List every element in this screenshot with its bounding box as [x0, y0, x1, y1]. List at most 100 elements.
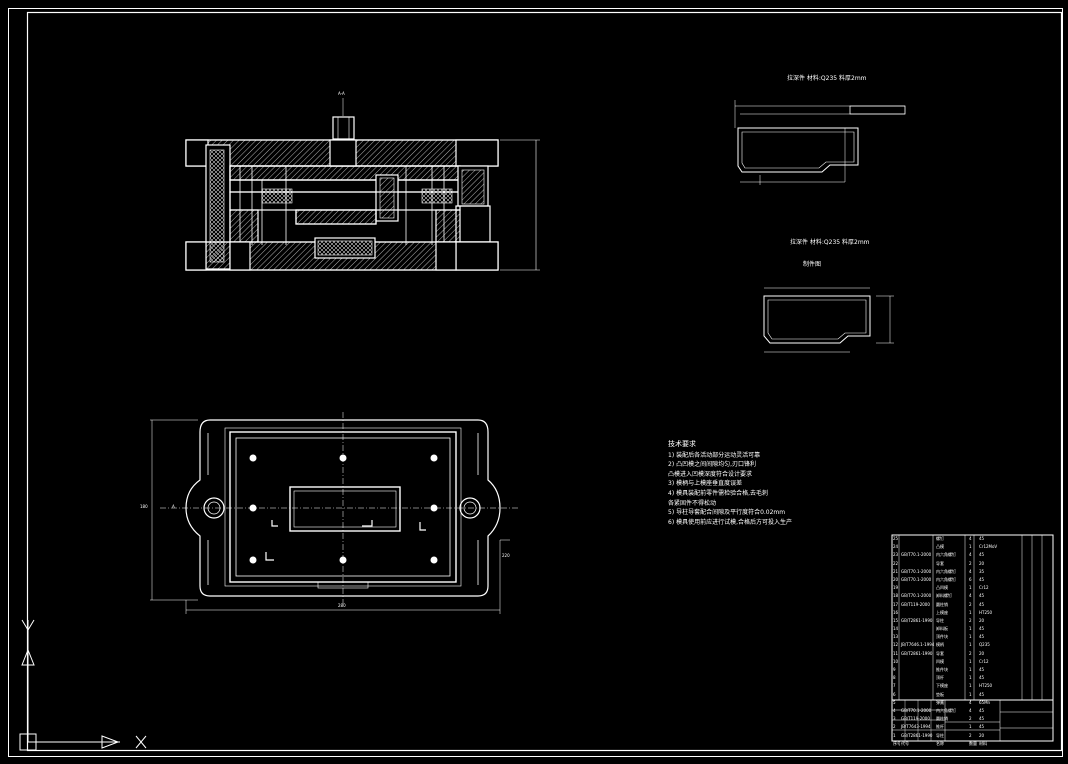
bom-cell: 20 [893, 576, 899, 582]
plan-section-mark: A [172, 504, 175, 509]
bom-cell: 推件块 [936, 667, 948, 672]
bom-cell: 推杆 [936, 724, 944, 730]
bom-cell: 45 [979, 601, 985, 607]
bom-cell: 18 [893, 593, 899, 599]
bom-cell: 8 [893, 675, 896, 681]
bom-cell: 22 [893, 560, 899, 566]
bom-cell: 25 [893, 536, 899, 541]
bom-cell: JB/T7643-1994 [901, 724, 931, 730]
bom-cell: Q235 [979, 642, 990, 648]
bom-cell: 20 [979, 617, 985, 623]
bom-cell: 5 [893, 699, 896, 705]
bom-cell: 45 [979, 691, 985, 697]
bom-cell: 13 [893, 634, 899, 640]
bom-cell: 6 [969, 576, 972, 582]
bom-cell: 1 [969, 691, 972, 697]
bom-cell: 圆柱销 [936, 601, 948, 607]
bom-cell: 4 [969, 568, 972, 574]
bom-cell: 20 [979, 560, 985, 566]
plan-height-dimension: 180 [140, 504, 148, 509]
bom-cell: 内六角螺钉 [936, 568, 956, 574]
bom-cell: 1 [893, 732, 896, 738]
bom-cell: 导柱 [936, 617, 944, 623]
technical-requirement-line: 凸模进入凹模深度符合设计要求 [668, 470, 753, 478]
bom-cell: 上模座 [936, 609, 948, 615]
outer-frame [8, 8, 1063, 757]
technical-requirement-line: 各紧固件不得松动 [668, 499, 717, 507]
bom-cell: GB/T2861-1990 [901, 732, 933, 738]
bom-cell [900, 625, 935, 633]
bom-cell: GB/T2861-1990 [901, 617, 933, 623]
bom-cell: 20 [979, 650, 985, 656]
bom-cell [900, 560, 935, 568]
bom-cell: 20 [979, 732, 985, 738]
bom-cell: 45 [979, 716, 985, 722]
bom-cell: 4 [969, 552, 972, 558]
bom-cell: 7 [893, 683, 896, 689]
bom-cell [900, 682, 935, 690]
bom-cell: 24 [893, 544, 899, 550]
bom-cell: 顶杆 [936, 675, 944, 681]
bom-cell: 45 [979, 707, 985, 713]
bom-cell [900, 666, 935, 674]
technical-requirement-line: 5) 导柱导套配合间隙及平行度符合0.02mm [668, 509, 786, 517]
bom-cell: HT250 [979, 683, 993, 689]
title-block [891, 534, 1054, 742]
bom-cell: 2 [969, 716, 972, 722]
bom-cell [900, 543, 935, 551]
bom-cell: GB/T70.1-2000 [901, 593, 932, 599]
technical-requirement-line: 3) 模柄与上模座垂直度误差 [668, 480, 743, 488]
bom-cell: 圆柱销 [936, 716, 948, 722]
bom-cell: GB/T2861-1990 [901, 650, 933, 656]
bom-cell: 螺钉 [936, 536, 944, 541]
bom-cell: 6 [893, 691, 896, 697]
bom-cell: 导柱 [936, 732, 944, 738]
bom-cell: 45 [979, 626, 985, 632]
bom-cell: 16 [893, 609, 899, 615]
bom-cell [900, 674, 935, 682]
bom-cell: 凸凹模 [936, 585, 948, 591]
bom-cell: 1 [969, 683, 972, 689]
technical-requirement-line: 1) 装配后各活动部分运动灵活可靠 [668, 451, 761, 459]
bom-cell: 卸料螺钉 [936, 593, 952, 599]
bom-cell: 45 [979, 552, 985, 558]
bom-cell: 45 [979, 576, 985, 582]
bom-cell: GB/T119-2000 [901, 601, 930, 607]
ucs-axis-icon[interactable] [19, 619, 147, 751]
bom-cell: 45 [979, 634, 985, 640]
bom-cell: 19 [893, 585, 899, 591]
bom-cell: 1 [969, 724, 972, 730]
bom-cell: 弹簧 [936, 699, 944, 705]
bom-cell: 1 [969, 675, 972, 681]
bom-cell: 17 [893, 601, 899, 607]
bom-cell: Cr12 [979, 658, 989, 664]
bom-cell: 导套 [936, 650, 944, 656]
bom-cell: 数量 [969, 740, 977, 746]
bom-cell: 内六角螺钉 [936, 576, 956, 582]
bom-cell: 45 [979, 724, 985, 730]
bom-cell: 1 [969, 544, 972, 550]
bom-cell: 卸料板 [936, 626, 948, 632]
bom-cell: 凹模 [936, 658, 944, 664]
bom-cell: GB/T70.1-2000 [901, 576, 932, 582]
bom-cell: GB/T70.1-2000 [901, 568, 932, 574]
bom-cell: 2 [969, 601, 972, 607]
bom-cell: 35 [979, 568, 985, 574]
